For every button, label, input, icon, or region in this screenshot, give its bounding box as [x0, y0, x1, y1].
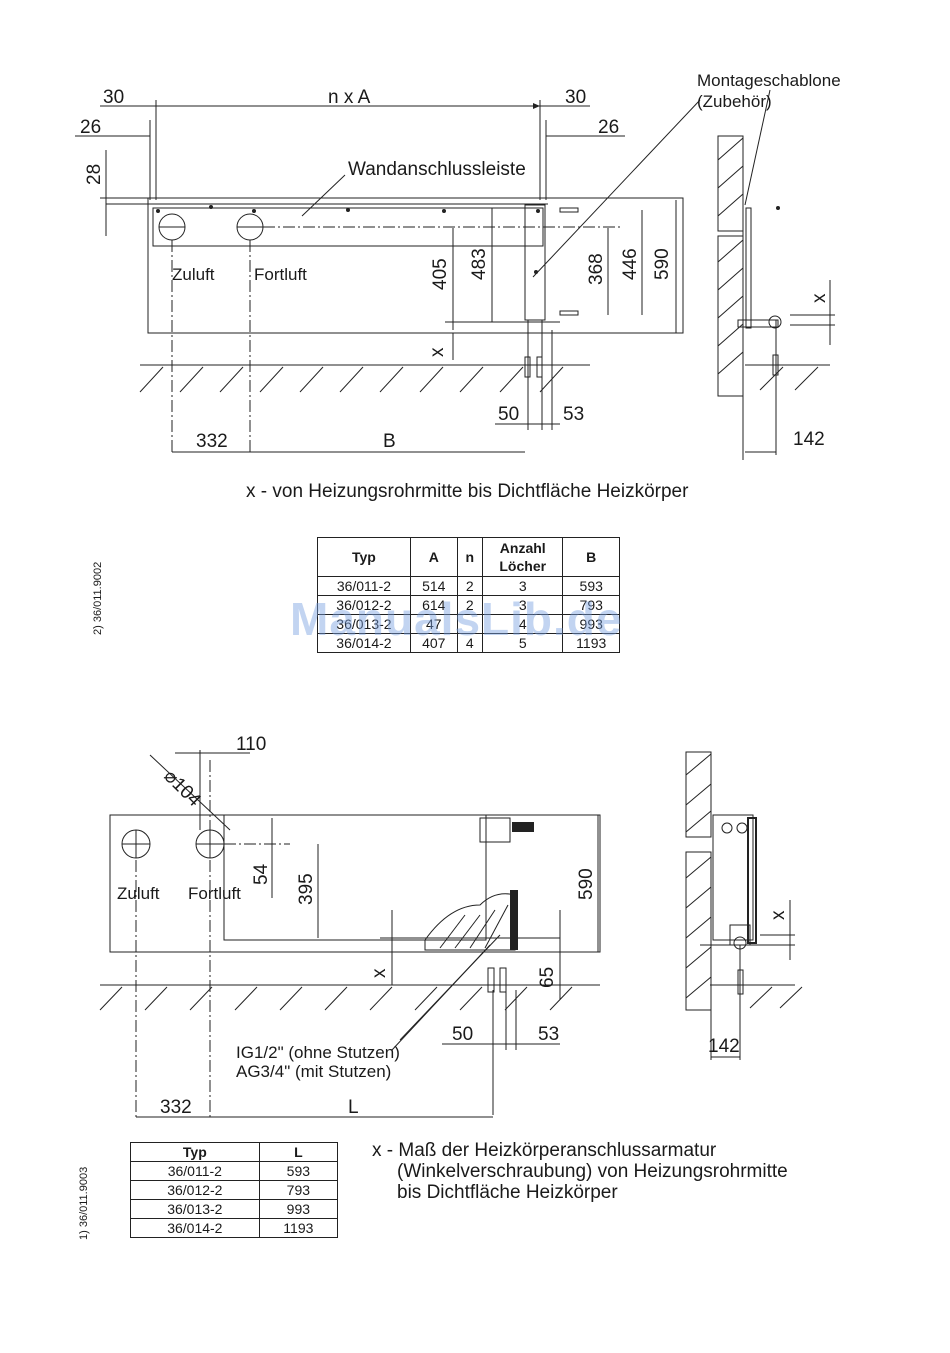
cell-a: 514	[409, 576, 458, 596]
dim-30-left: 30	[103, 87, 124, 108]
dim-B: B	[383, 431, 396, 452]
dim-26-left: 26	[80, 117, 101, 138]
cell-b: 1193	[562, 633, 620, 653]
header-typ: Typ	[130, 1142, 260, 1162]
dim-50: 50	[498, 404, 519, 425]
label-zuluft-bottom: Zuluft	[117, 884, 160, 903]
cell-l: 793	[258, 1180, 339, 1200]
label-wandanschlussleiste: Wandanschlussleiste	[348, 159, 526, 180]
cell-l: 993	[258, 1199, 339, 1219]
note-line-1: x - Maß der Heizkörperanschlussarmatur	[372, 1140, 717, 1161]
dim-590: 590	[652, 248, 673, 280]
table-row: 36/013-2 47 4 993	[317, 614, 620, 634]
dim-x-side-bottom: x	[768, 910, 789, 920]
label-zuluft-top: Zuluft	[172, 265, 215, 284]
header-typ: Typ	[317, 537, 411, 577]
dim-65: 65	[537, 967, 558, 988]
dim-50-bottom: 50	[452, 1024, 473, 1045]
dim-332: 332	[196, 431, 228, 452]
side-code-top: 2) 36/011.9002	[92, 561, 104, 635]
caption-top: x - von Heizungsrohrmitte bis Dichtfläch…	[246, 481, 689, 502]
note-line-3: bis Dichtfläche Heizkörper	[397, 1182, 618, 1203]
label-fortluft-bottom: Fortluft	[188, 884, 241, 903]
dim-395: 395	[296, 873, 317, 905]
label-zubehoer: (Zubehör)	[697, 92, 772, 111]
cell-typ: 36/014-2	[130, 1218, 260, 1238]
dim-L: L	[348, 1097, 359, 1118]
header-l: L	[258, 1142, 339, 1162]
cell-n: 4	[456, 633, 484, 653]
cell-b: 793	[562, 595, 620, 615]
bottom-front-view	[99, 750, 601, 1120]
dim-26-right: 26	[598, 117, 619, 138]
cell-l: 593	[258, 1161, 339, 1181]
header-b: B	[562, 537, 620, 577]
table-row: 36/014-2 407 4 5 1193	[317, 633, 620, 653]
dim-30-right: 30	[565, 87, 586, 108]
cell-b: 993	[562, 614, 620, 634]
dim-x-bottom: x	[369, 968, 390, 978]
cell-loecher: 5	[481, 633, 564, 653]
table-row: 36/011-2 593	[130, 1161, 339, 1181]
dim-142: 142	[793, 429, 825, 450]
label-ag: AG3/4" (mit Stutzen)	[236, 1062, 391, 1081]
dim-54: 54	[251, 863, 272, 885]
table-row: 36/014-2 1193	[130, 1218, 339, 1238]
dim-x-side: x	[809, 293, 830, 303]
dim-483: 483	[469, 248, 490, 280]
dim-405: 405	[430, 258, 451, 290]
bottom-side-view	[685, 751, 803, 1060]
dim-nxA: n x A	[328, 87, 371, 108]
dim-142-bottom: 142	[708, 1036, 740, 1057]
dim-diameter-104: ⌀104	[159, 766, 205, 812]
radiator-outline-top	[147, 197, 684, 334]
header-a: A	[409, 537, 458, 577]
dim-368: 368	[586, 253, 607, 285]
table-header-row: Typ L	[130, 1142, 339, 1162]
table-row: 36/012-2 793	[130, 1180, 339, 1200]
dim-x: x	[427, 347, 448, 357]
cell-l: 1193	[258, 1218, 339, 1238]
watermark: ManualsLib.de	[290, 593, 623, 645]
label-ig: IG1/2" (ohne Stutzen)	[236, 1043, 400, 1062]
cell-typ: 36/011-2	[130, 1161, 260, 1181]
label-fortluft-top: Fortluft	[254, 265, 307, 284]
cell-typ: 36/012-2	[130, 1180, 260, 1200]
top-side-view	[717, 89, 835, 460]
dim-28: 28	[84, 164, 105, 185]
label-montageschablone: Montageschablone	[697, 71, 841, 90]
table-row: 36/013-2 993	[130, 1199, 339, 1219]
dim-110: 110	[236, 734, 266, 755]
top-front-view	[75, 99, 701, 455]
note-line-2: (Winkelverschraubung) von Heizungsrohrmi…	[397, 1161, 788, 1182]
header-n: n	[456, 537, 484, 577]
dim-446: 446	[620, 248, 641, 280]
radiator-outline-bottom	[109, 814, 601, 953]
dim-332-bottom: 332	[160, 1097, 192, 1118]
cell-typ: 36/011-2	[317, 576, 411, 596]
cell-typ: 36/013-2	[130, 1199, 260, 1219]
dim-590-bottom: 590	[576, 868, 597, 900]
dim-53-bottom: 53	[538, 1024, 559, 1045]
side-code-bottom: 1) 36/011.9003	[78, 1166, 90, 1240]
table-row: 36/011-2 514 2 3 593	[317, 576, 620, 596]
cell-a: 407	[409, 633, 458, 653]
dim-53: 53	[563, 404, 584, 425]
cell-typ: 36/014-2	[317, 633, 411, 653]
spec-table-bottom: Typ L 36/011-2 593 36/012-2 793 36/013-2…	[130, 1142, 339, 1238]
